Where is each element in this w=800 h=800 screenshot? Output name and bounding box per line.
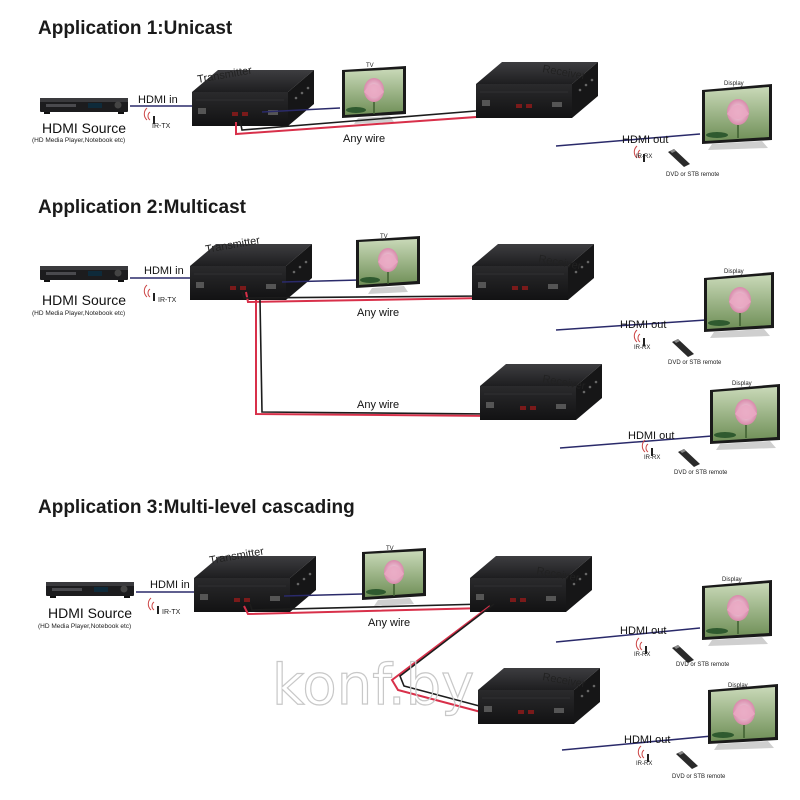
wire-label: Any wire <box>368 617 410 629</box>
wire-label: Any wire <box>357 399 399 411</box>
receiver-box-icon <box>477 667 601 725</box>
hdmi-source-sub: (HD Media Player,Notebook etc) <box>32 310 125 317</box>
wire-black-cascade <box>399 603 503 713</box>
display-label: Display <box>724 269 744 275</box>
display-icon <box>701 83 773 151</box>
ir-tx-label: IR-TX <box>162 609 181 616</box>
hdmi-in-label: HDMI in <box>150 579 190 591</box>
hdmi-out-cable <box>561 735 713 751</box>
application-title: Application 1:Unicast <box>38 18 233 39</box>
hdmi-out-cable <box>559 435 713 449</box>
application-title: Application 3:Multi-level cascading <box>38 497 355 518</box>
ir-rx-icon <box>633 329 645 347</box>
hdmi-source-device-icon <box>40 98 128 114</box>
tv-icon <box>355 235 421 295</box>
display-icon <box>703 271 775 339</box>
wire-red-cascade <box>390 605 497 717</box>
remote-icon <box>668 149 690 167</box>
tv-icon <box>341 65 407 125</box>
watermark: konf.by <box>272 653 474 718</box>
tv-label: TV <box>366 63 374 69</box>
hdmi-out-label: HDMI out <box>624 734 670 746</box>
remote-label: DVD or STB remote <box>672 774 726 780</box>
hdmi-out-cable <box>555 627 701 643</box>
application-3: Application 3:Multi-level cascading HDMI… <box>38 497 779 780</box>
tv-label: TV <box>386 546 394 552</box>
remote-label: DVD or STB remote <box>666 172 720 178</box>
ir-rx-label: IR-RX <box>634 652 650 658</box>
display-label: Display <box>728 683 748 689</box>
ir-rx-label: IR-RX <box>644 455 660 461</box>
tv-icon <box>361 547 427 607</box>
ir-rx-icon <box>637 745 649 763</box>
hdmi-out-cable <box>555 319 707 331</box>
hdmi-loop-cable <box>281 279 361 283</box>
display-icon <box>709 383 781 451</box>
hdmi-loop-cable <box>283 593 363 597</box>
hdmi-source-sub: (HD Media Player,Notebook etc) <box>38 623 131 630</box>
remote-label: DVD or STB remote <box>674 470 728 476</box>
hdmi-source-device-icon <box>40 266 128 282</box>
ir-tx-label: IR-TX <box>158 297 177 304</box>
remote-label: DVD or STB remote <box>668 360 722 366</box>
ir-tx-icon <box>147 597 159 615</box>
hdmi-source-label: HDMI Source <box>48 605 132 621</box>
hdmi-out-label: HDMI out <box>620 319 666 331</box>
hdmi-in-label: HDMI in <box>144 265 184 277</box>
display-icon <box>707 683 779 751</box>
ir-rx-label: IR-RX <box>634 345 650 351</box>
application-title: Application 2:Multicast <box>38 197 247 218</box>
ir-rx-icon <box>641 439 653 457</box>
application-2: Application 2:Multicast HDMI Source (HD … <box>32 197 781 476</box>
display-icon <box>701 579 773 647</box>
hdmi-out-label: HDMI out <box>628 430 674 442</box>
hdmi-out-label: HDMI out <box>620 625 666 637</box>
remote-label: DVD or STB remote <box>676 662 730 668</box>
ir-tx-icon <box>143 284 155 302</box>
display-label: Display <box>732 381 752 387</box>
hdmi-out-label: HDMI out <box>622 134 668 146</box>
remote-icon <box>676 751 698 769</box>
application-1: Application 1:Unicast HDMI Source (HD Me… <box>32 18 773 178</box>
receiver-box-icon <box>469 555 593 613</box>
hdmi-source-label: HDMI Source <box>42 292 126 308</box>
ir-rx-label: IR-RX <box>636 761 652 767</box>
remote-icon <box>678 449 700 467</box>
display-label: Display <box>722 577 742 583</box>
hdmi-source-device-icon <box>46 582 134 598</box>
wire-label: Any wire <box>357 307 399 319</box>
hdmi-source-label: HDMI Source <box>42 120 126 136</box>
hdmi-out-cable <box>555 133 701 147</box>
ir-rx-label: IR-RX <box>636 154 652 160</box>
ir-tx-icon <box>143 107 155 125</box>
remote-icon <box>672 339 694 357</box>
hdmi-in-label: HDMI in <box>138 94 178 106</box>
hdmi-loop-cable <box>261 107 341 113</box>
display-label: Display <box>724 81 744 87</box>
tv-label: TV <box>380 234 388 240</box>
ir-tx-label: IR-TX <box>152 123 171 130</box>
wire-label: Any wire <box>343 133 385 145</box>
receiver-box-icon <box>471 243 595 301</box>
remote-icon <box>672 645 694 663</box>
hdmi-source-sub: (HD Media Player,Notebook etc) <box>32 137 125 144</box>
